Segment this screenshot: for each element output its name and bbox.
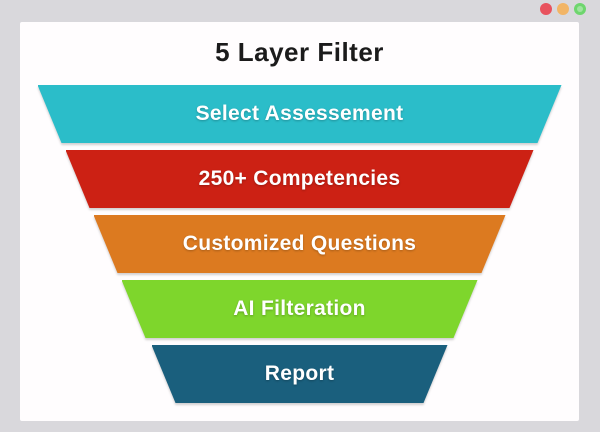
funnel-diagram: Select Assessement 250+ Competencies Cus… [20,85,579,410]
funnel-layer-report: Report [152,345,448,403]
funnel-layer-label: Customized Questions [182,232,417,255]
content-card: 5 Layer Filter Select Assessement 250+ C… [20,22,579,421]
funnel-layer-shape: Customized Questions [94,215,506,273]
funnel-layer-customized-questions: Customized Questions [94,215,506,273]
window-titlebar [0,0,600,22]
window-minimize-button[interactable] [557,3,569,15]
funnel-layer-label: AI Filteration [233,297,366,320]
funnel-layer-shape: Select Assessement [38,85,562,143]
funnel-layer-competencies: 250+ Competencies [66,150,534,208]
window-maximize-button[interactable] [574,3,586,15]
funnel-layer-shape: AI Filteration [122,280,478,338]
funnel-layer-label: Select Assessement [195,102,404,125]
funnel-layer-ai-filteration: AI Filteration [122,280,478,338]
funnel-layer-select-assessment: Select Assessement [38,85,562,143]
funnel-layer-label: Report [264,362,335,385]
funnel-layer-shape: Report [152,345,448,403]
funnel-layer-label: 250+ Competencies [198,167,401,190]
page-title: 5 Layer Filter [215,37,384,67]
window-close-button[interactable] [540,3,552,15]
window-controls [540,3,586,15]
funnel-layer-shape: 250+ Competencies [66,150,534,208]
